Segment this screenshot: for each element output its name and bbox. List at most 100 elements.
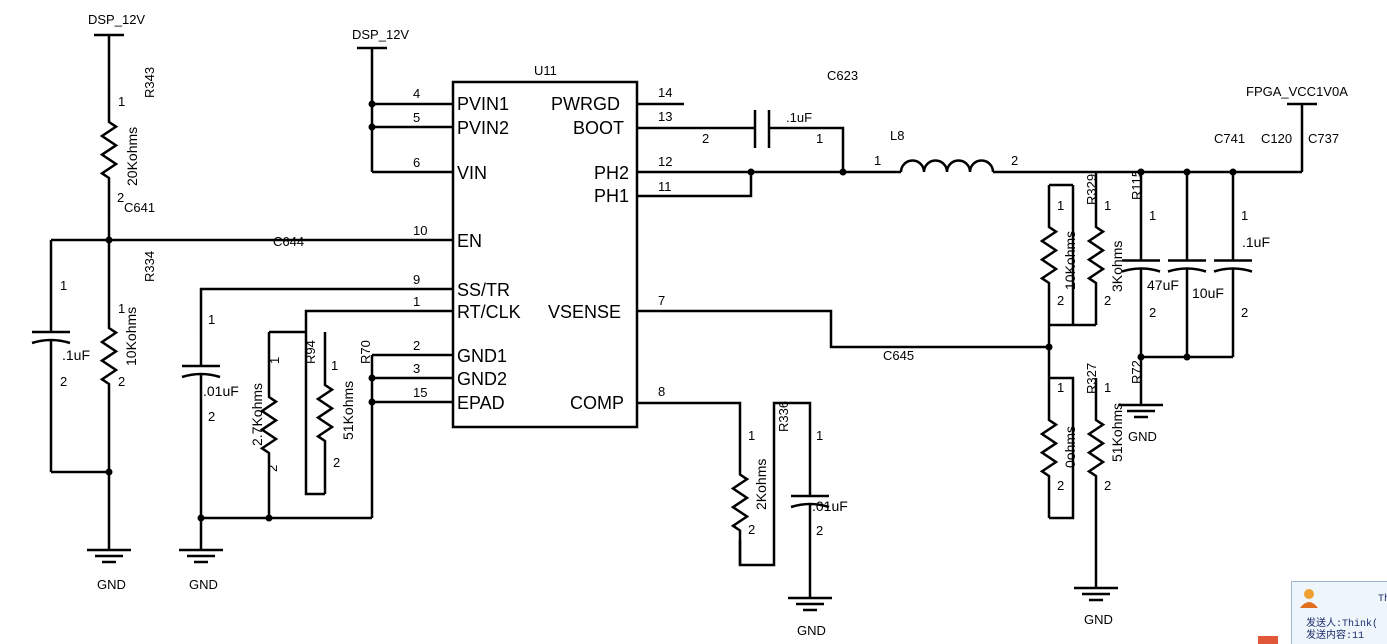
pin-number: 2	[1104, 478, 1111, 493]
pin-number: 1	[267, 357, 282, 364]
pin-number: 2	[1104, 293, 1111, 308]
value-label: 20Kohms	[124, 127, 140, 186]
ic-ref: U11	[534, 63, 557, 78]
junction-dot	[368, 100, 376, 108]
cap-c644-plate	[181, 372, 221, 379]
pin-number: 2	[748, 522, 755, 537]
pin-number: 1	[413, 294, 420, 309]
ref-label: C120	[1261, 131, 1292, 146]
pin-number: 15	[413, 385, 427, 400]
wire	[637, 401, 742, 440]
notification-sender: 发送人:Think(	[1306, 619, 1379, 630]
value-label: 2.7Kohms	[249, 383, 265, 446]
pin-number: 2	[1057, 293, 1064, 308]
pin-name: EPAD	[457, 393, 505, 413]
value-label: 10uF	[1192, 285, 1224, 301]
notification-content: 发送内容:11	[1306, 631, 1365, 642]
net-label: FPGA_VCC1V0A	[1246, 84, 1348, 99]
net-label: DSP_12V	[352, 27, 409, 42]
pin-number: 1	[331, 358, 338, 373]
pin-number: 9	[413, 272, 420, 287]
pin-number: 12	[658, 154, 672, 169]
resistor-r329	[1039, 185, 1059, 325]
wire	[769, 126, 845, 172]
pin-number: 1	[1057, 380, 1064, 395]
pin-number: 1	[208, 312, 215, 327]
ref-label: R72	[1129, 360, 1144, 384]
pin-number: 1	[874, 153, 881, 168]
pin-number: 1	[748, 428, 755, 443]
pin-number: 14	[658, 85, 672, 100]
pin-number: 2	[60, 374, 67, 389]
value-label: 51Kohms	[1109, 403, 1125, 462]
pin-number: 2	[1011, 153, 1018, 168]
value-label: 10Kohms	[1062, 231, 1078, 290]
cap-c741-plate	[1121, 267, 1161, 273]
ref-label: R334	[142, 251, 157, 282]
junction-dot	[368, 374, 376, 382]
net-label: GND	[97, 577, 126, 592]
value-label: .01uF	[203, 383, 239, 399]
pin-name: PWRGD	[551, 94, 620, 114]
pin-number: 1	[118, 301, 125, 316]
pin-number: 2	[702, 131, 709, 146]
message-notification[interactable]: Th 发送人:Think( 发送内容:11	[1291, 581, 1387, 644]
notification-title: Th	[1378, 594, 1387, 605]
value-label: .1uF	[1242, 234, 1270, 250]
ref-label: L8	[890, 128, 904, 143]
ref-label: C741	[1214, 131, 1245, 146]
ref-label: R94	[303, 340, 318, 364]
junction-dot	[1045, 343, 1053, 351]
pin-number: 2	[1057, 478, 1064, 493]
value-label: 47uF	[1147, 277, 1179, 293]
junction-dot	[1183, 353, 1191, 361]
pin-number: 3	[413, 361, 420, 376]
pin-number: 7	[658, 293, 665, 308]
resistor-r343	[99, 90, 119, 210]
pin-number: 8	[658, 384, 665, 399]
pin-number: 2	[208, 409, 215, 424]
pin-name: PH2	[594, 163, 629, 183]
pin-number: 2	[333, 455, 340, 470]
pin-name: VSENSE	[548, 302, 621, 322]
ref-label: R70	[358, 340, 373, 364]
pin-number: 1	[1057, 198, 1064, 213]
ref-label: C737	[1308, 131, 1339, 146]
pin-name: GND2	[457, 369, 507, 389]
ref-label: R343	[142, 67, 157, 98]
resistor-r94	[259, 332, 279, 518]
value-label: .1uF	[786, 110, 812, 125]
ref-label: R327	[1084, 363, 1099, 394]
pin-number: 13	[658, 109, 672, 124]
cap-c641-plate	[31, 338, 71, 345]
pin-name: SS/TR	[457, 280, 510, 300]
cap-c120-plate	[1167, 267, 1207, 273]
inductor-l8	[899, 159, 995, 173]
pin-number: 5	[413, 110, 420, 125]
pin-number: 2	[413, 338, 420, 353]
ref-label: C641	[124, 200, 155, 215]
value-label: 2Kohms	[753, 459, 769, 510]
ref-label: R329	[1084, 174, 1099, 205]
net-label: DSP_12V	[88, 12, 145, 27]
wire	[1049, 376, 1075, 520]
pin-number: 2	[265, 465, 280, 472]
taskbar-app-icon[interactable]	[1258, 636, 1278, 644]
pin-number: 11	[658, 179, 672, 194]
value-label: 10Kohms	[123, 307, 139, 366]
wire	[199, 287, 453, 340]
resistor-r115	[1086, 185, 1106, 325]
resistor-r327	[1039, 378, 1059, 518]
pin-number: 1	[1241, 208, 1248, 223]
value-label: 3Kohms	[1109, 241, 1125, 292]
ref-label: C645	[883, 348, 914, 363]
pin-name: VIN	[457, 163, 487, 183]
pin-number: 1	[60, 278, 67, 293]
net-label: GND	[797, 623, 826, 638]
pin-number: 2	[117, 190, 124, 205]
pin-name: BOOT	[573, 118, 624, 138]
value-label: 51Kohms	[340, 381, 356, 440]
pin-number: 4	[413, 86, 420, 101]
